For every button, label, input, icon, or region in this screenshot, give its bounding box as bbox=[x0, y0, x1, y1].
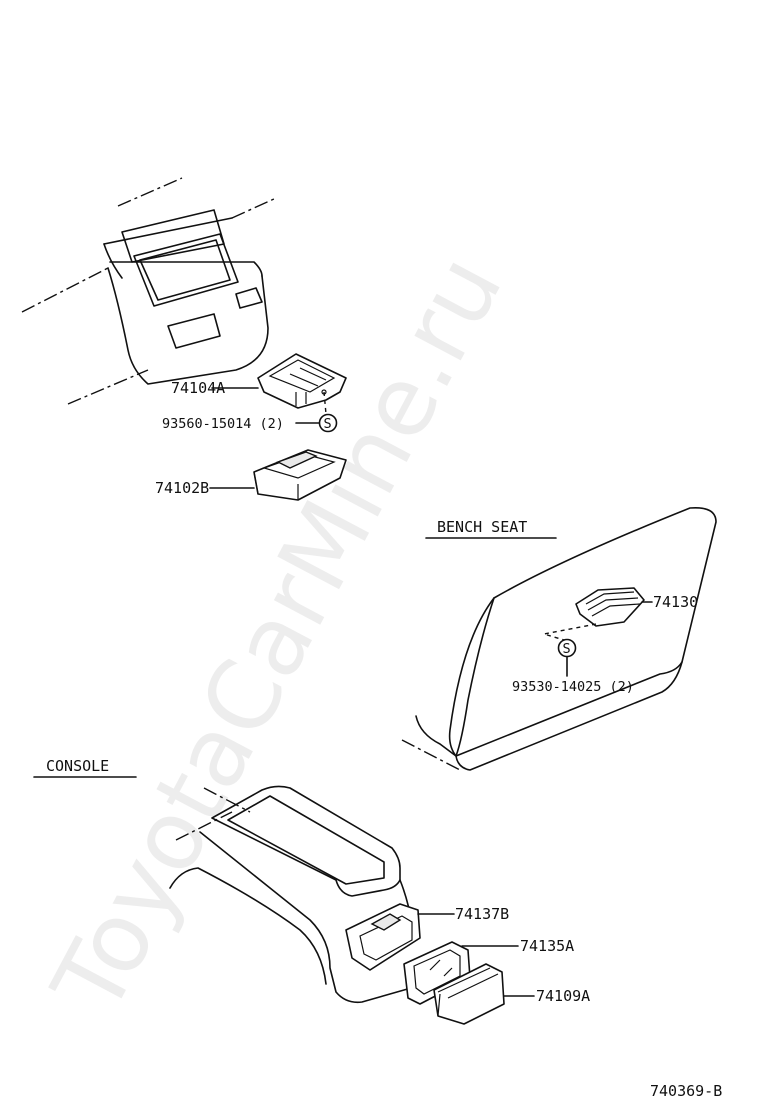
part-label-93560-15014: 93560-15014 (2) bbox=[162, 416, 284, 432]
screw-axis-line-bench bbox=[543, 623, 597, 641]
watermark: ToyotaCarMine.ru bbox=[31, 238, 524, 1032]
part-74104A-drawing bbox=[257, 353, 347, 409]
console-drawing bbox=[169, 785, 419, 1004]
diagram-code: 740369-B bbox=[650, 1082, 722, 1100]
screw-symbol-label: S bbox=[324, 416, 332, 432]
part-74130-drawing bbox=[575, 587, 645, 627]
dashboard-drawing bbox=[21, 177, 277, 405]
part-74137B-drawing bbox=[345, 903, 421, 971]
screw-axis-line bbox=[323, 391, 327, 415]
screw-symbol-label: S bbox=[563, 641, 571, 657]
bench-seat-drawing bbox=[401, 506, 717, 771]
part-label-93530-14025: 93530-14025 (2) bbox=[512, 679, 634, 695]
section-title-console: CONSOLE bbox=[46, 757, 109, 775]
part-label-74104A: 74104A bbox=[171, 379, 225, 397]
part-74102B-drawing bbox=[253, 449, 347, 501]
part-label-74109A: 74109A bbox=[536, 987, 590, 1005]
part-label-74135A: 74135A bbox=[520, 937, 574, 955]
part-label-74102B: 74102B bbox=[155, 479, 209, 497]
part-label-74130: 74130 bbox=[653, 593, 698, 611]
section-title-bench-seat: BENCH SEAT bbox=[437, 518, 527, 536]
part-74109A-drawing bbox=[433, 963, 505, 1025]
part-label-74137B: 74137B bbox=[455, 905, 509, 923]
